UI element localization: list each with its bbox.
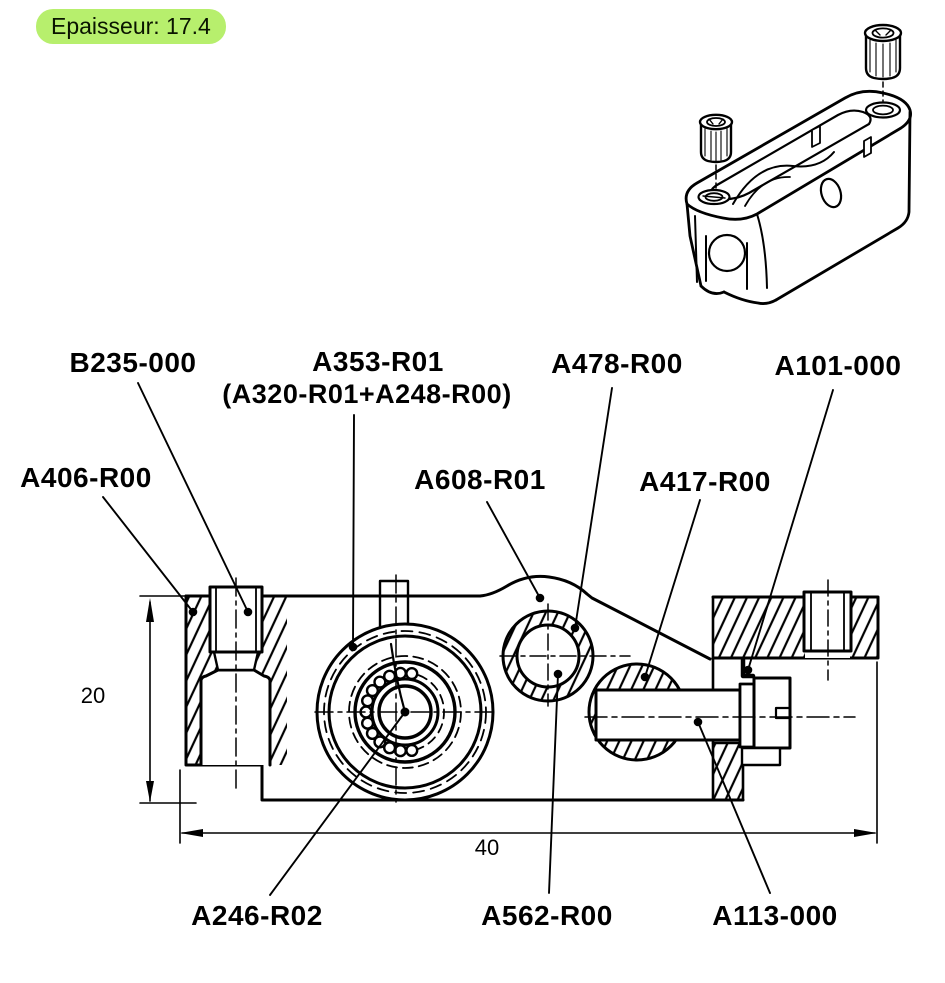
part-label-a417[interactable]: A417-R00 [639, 466, 771, 497]
thickness-badge: Epaisseur: 17.4 [36, 9, 226, 44]
part-label-a353-sub[interactable]: (A320-R01+A248-R00) [222, 379, 512, 409]
lever-edge [389, 642, 407, 714]
dimension-width-label: 40 [475, 835, 499, 860]
right-plug-a101 [802, 579, 853, 681]
part-label-a562[interactable]: A562-R00 [481, 900, 613, 931]
iso-left-plug [698, 113, 734, 189]
part-label-a353[interactable]: A353-R01 [312, 346, 444, 377]
bearing-assembly [314, 574, 495, 803]
part-label-a246[interactable]: A246-R02 [191, 900, 323, 931]
plunger-a113 [584, 657, 856, 767]
part-label-a608[interactable]: A608-R01 [414, 464, 546, 495]
top-right-wall-hatch [713, 597, 878, 658]
dimension-height-label: 20 [81, 683, 105, 708]
part-label-a478[interactable]: A478-R00 [551, 348, 683, 379]
boss-outline [478, 574, 712, 661]
seat-hole-a478 [499, 603, 631, 707]
part-label-a406[interactable]: A406-R00 [20, 462, 152, 493]
top-slot [378, 579, 410, 632]
part-label-a101[interactable]: A101-000 [774, 350, 902, 381]
dimension-width [179, 661, 878, 844]
part-label-a113[interactable]: A113-000 [712, 900, 838, 931]
section-view: 20 40 [81, 382, 880, 896]
iso-right-plug [863, 23, 903, 102]
part-label-b235[interactable]: B235-000 [69, 347, 197, 378]
corner-bracket [740, 657, 756, 679]
leader-lines [102, 382, 834, 896]
isometric-view [684, 23, 912, 305]
left-plug-b235 [199, 577, 272, 794]
